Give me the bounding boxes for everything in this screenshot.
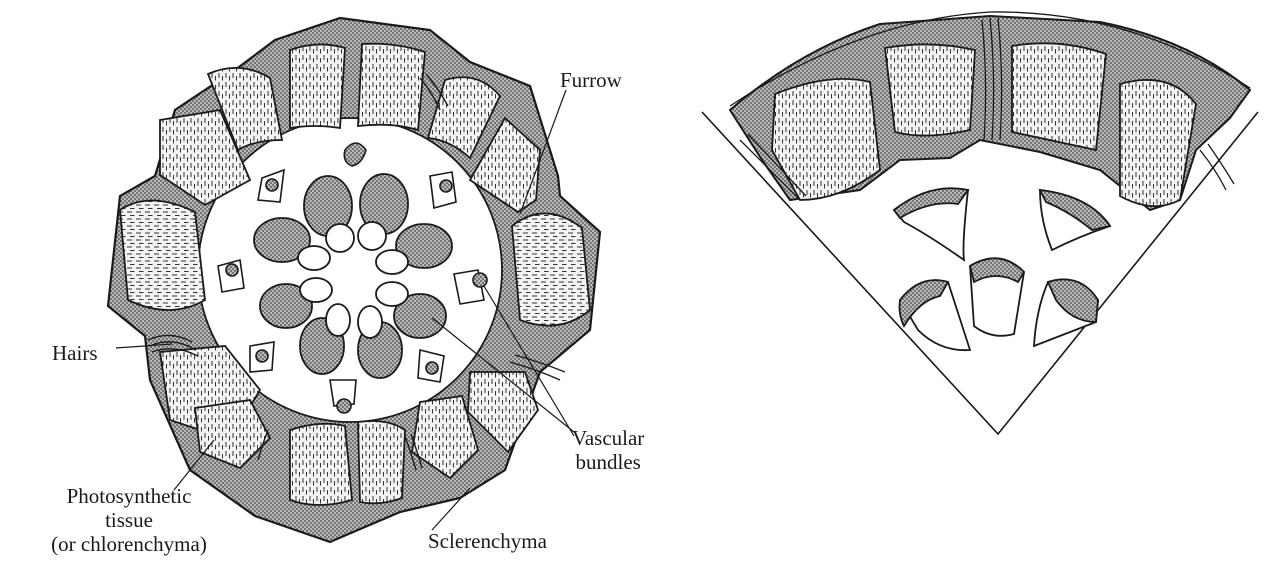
full-cross-section	[108, 18, 600, 542]
label-vascular-line1: Vascular	[572, 426, 644, 450]
label-vascular-line2: bundles	[572, 450, 644, 474]
label-sclerenchyma: Sclerenchyma	[428, 529, 547, 553]
label-photosynthetic-line3: (or chlorenchyma)	[18, 532, 240, 556]
label-furrow: Furrow	[560, 68, 622, 92]
label-photosynthetic-line2: tissue	[18, 508, 240, 532]
label-photosynthetic-line1: Photosynthetic	[18, 484, 240, 508]
wedge-enlargement	[702, 12, 1258, 434]
label-hairs: Hairs	[52, 341, 98, 365]
label-photosynthetic-tissue: Photosynthetic tissue (or chlorenchyma)	[18, 484, 240, 556]
wedge-vascular-bundles	[894, 188, 1110, 350]
label-vascular-bundles: Vascular bundles	[572, 426, 644, 474]
